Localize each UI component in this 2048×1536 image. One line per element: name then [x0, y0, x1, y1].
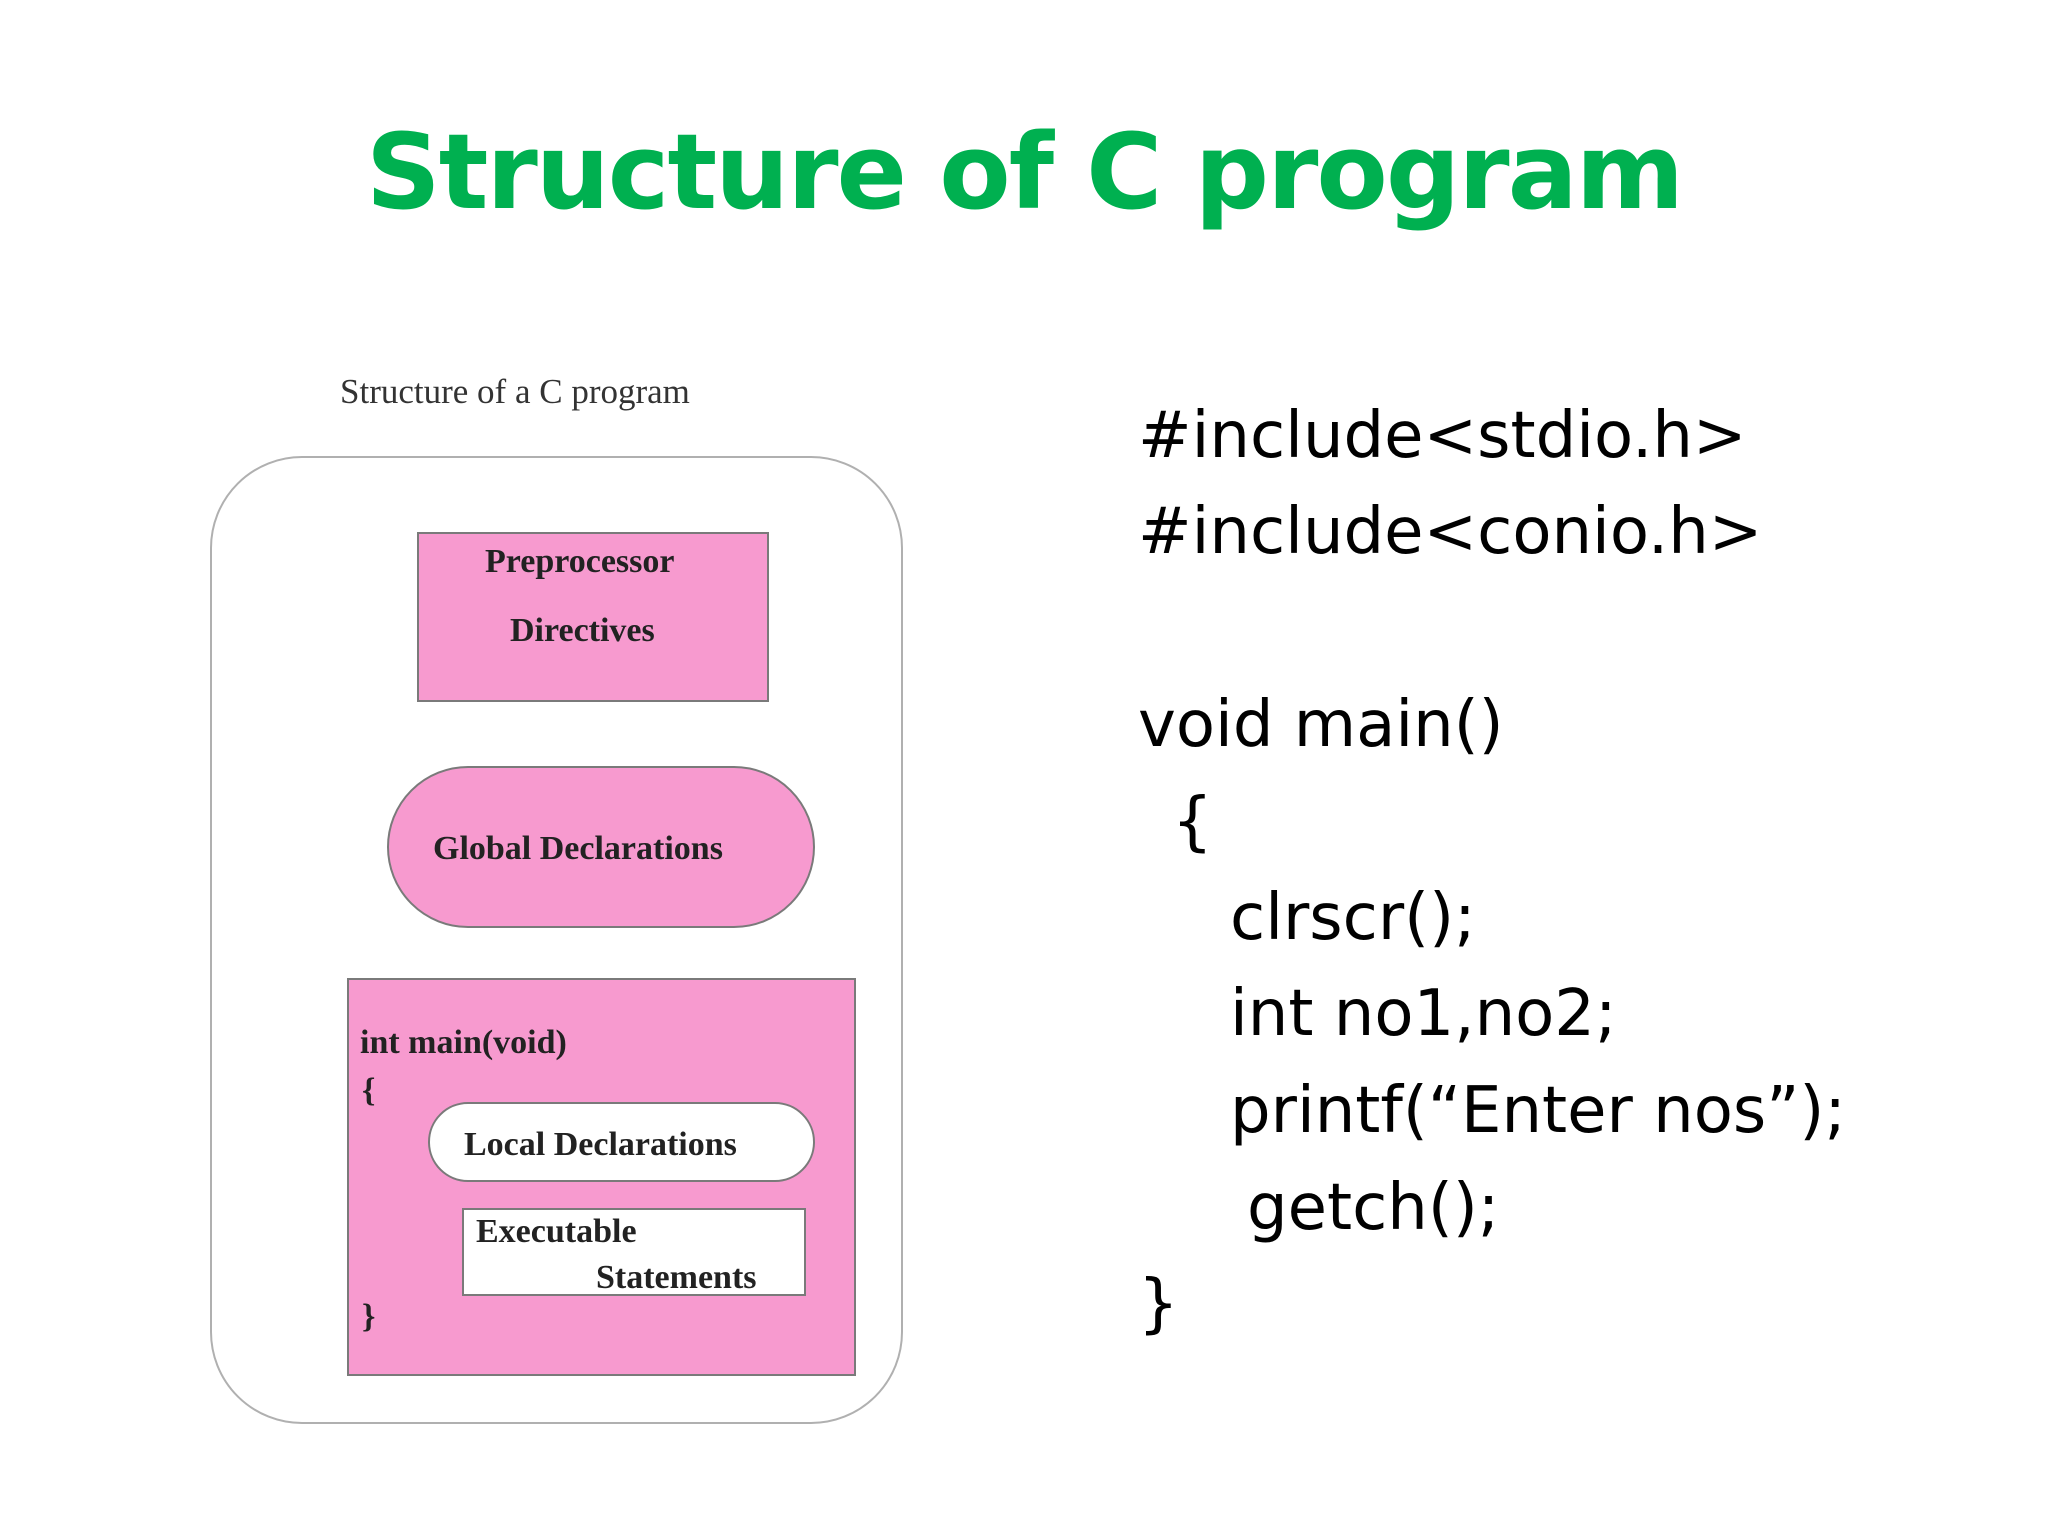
code-line-close-brace: }: [1138, 1267, 1179, 1341]
statements-label: Statements: [596, 1259, 757, 1296]
code-line-getch: getch();: [1247, 1171, 1500, 1245]
main-close-brace: }: [362, 1298, 376, 1335]
preprocessor-label: Preprocessor: [485, 543, 675, 580]
code-line-open-brace: {: [1172, 785, 1213, 859]
main-open-brace: {: [362, 1072, 376, 1109]
code-line-clrscr: clrscr();: [1230, 881, 1476, 955]
main-signature-label: int main(void): [360, 1024, 567, 1061]
slide-title: Structure of C program: [365, 111, 1684, 233]
code-line-void-main: void main(): [1138, 688, 1504, 762]
executable-label: Executable: [476, 1213, 637, 1250]
global-declarations-label: Global Declarations: [433, 830, 723, 867]
preprocessor-directives-block: [417, 532, 769, 702]
local-declarations-block: [428, 1102, 815, 1182]
directives-label: Directives: [510, 612, 655, 649]
code-line-int-declaration: int no1,no2;: [1230, 977, 1617, 1051]
code-line-printf: printf(“Enter nos”);: [1230, 1074, 1846, 1148]
executable-statements-block: [462, 1208, 806, 1296]
local-declarations-label: Local Declarations: [464, 1126, 737, 1163]
code-line-include-stdio: #include<stdio.h>: [1138, 399, 1747, 473]
diagram-caption: Structure of a C program: [340, 372, 690, 411]
global-declarations-block: [387, 766, 815, 928]
code-line-include-conio: #include<conio.h>: [1138, 495, 1763, 569]
